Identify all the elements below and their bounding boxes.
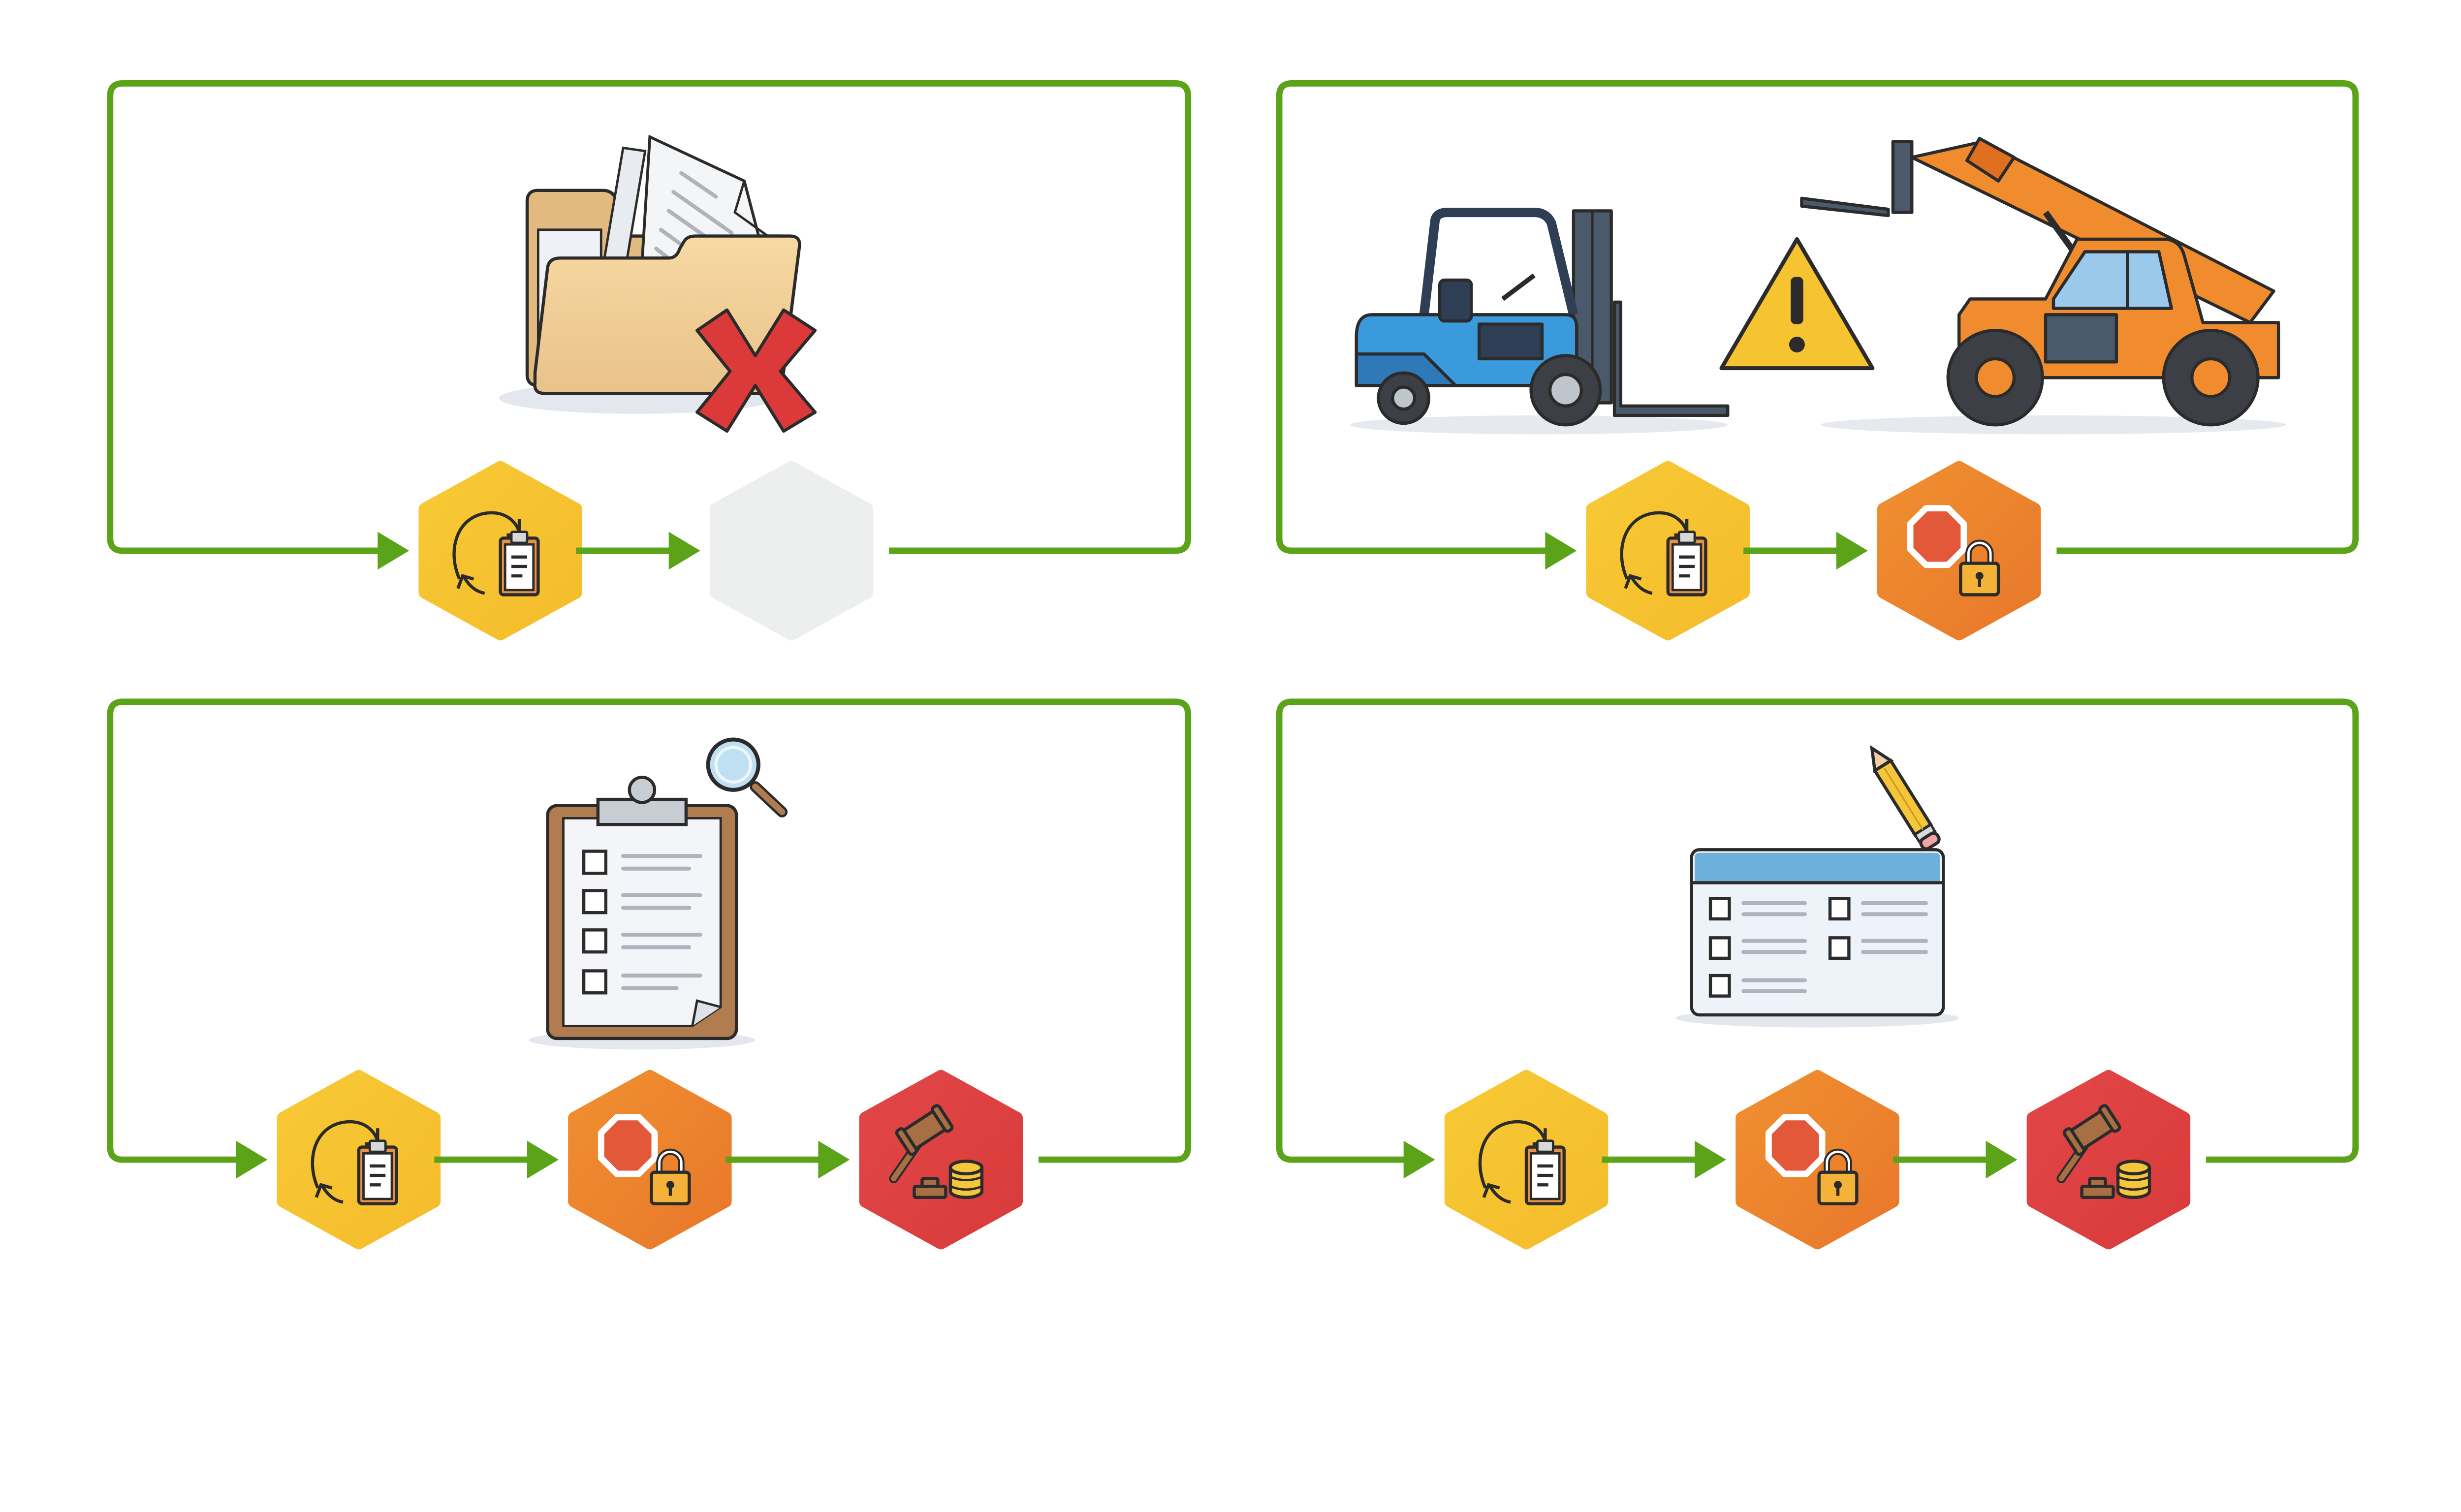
flow-arrowhead [1403, 1140, 1435, 1179]
flow-panel-form-editing [1276, 698, 2359, 1250]
flow-panel-inspection-checklist [107, 698, 1192, 1250]
flow-frame-line [1276, 80, 2359, 554]
flow-arrowhead [527, 1140, 559, 1179]
flow-arrowhead [818, 1140, 850, 1179]
flow-frame-line [107, 698, 1192, 1163]
flow-arrowhead [378, 532, 410, 570]
flow-arrowhead [1836, 532, 1868, 570]
step-review-clipboard-icon [1444, 1070, 1609, 1250]
step-gavel-coins-icon [2026, 1070, 2191, 1250]
forklift-icon [1355, 207, 1730, 427]
flow-arrowhead [1545, 532, 1577, 570]
flow-panel-unsafe-equipment [1276, 80, 2359, 641]
diagram-canvas [107, 80, 2359, 1250]
step-empty-step [709, 461, 874, 641]
step-hexagon [2026, 1070, 2191, 1250]
flow-frame-line [107, 80, 1192, 554]
flow-arrowhead [1986, 1140, 2018, 1179]
flow-panel-missing-documents [107, 80, 1192, 641]
step-stop-lock-icon [1877, 461, 2041, 641]
form-with-pencil-icon [1675, 745, 1959, 1028]
flow-arrowhead [1695, 1140, 1727, 1179]
step-stop-lock-icon [568, 1070, 732, 1250]
step-stop-lock-icon [1735, 1070, 1899, 1250]
flow-layer [107, 80, 2359, 1250]
pencil-icon [1870, 745, 1941, 850]
clipboard-checklist-magnifier-icon [529, 737, 788, 1050]
step-review-clipboard-icon [1586, 461, 1750, 641]
flow-arrowhead [668, 532, 700, 570]
warning-triangle-icon [1719, 237, 1875, 371]
step-review-clipboard-icon [418, 461, 582, 641]
flow-frame-line [1276, 698, 2359, 1163]
step-review-clipboard-icon [277, 1070, 441, 1250]
forklift-warning-telehandler-icon [1350, 137, 2287, 435]
folder-with-red-x-icon [499, 134, 817, 433]
step-hexagon [709, 461, 874, 641]
magnifier-icon [706, 737, 788, 818]
step-gavel-coins-icon [859, 1070, 1023, 1250]
flow-arrowhead [236, 1140, 268, 1179]
step-hexagon [859, 1070, 1023, 1250]
telehandler-icon [1800, 137, 2280, 427]
